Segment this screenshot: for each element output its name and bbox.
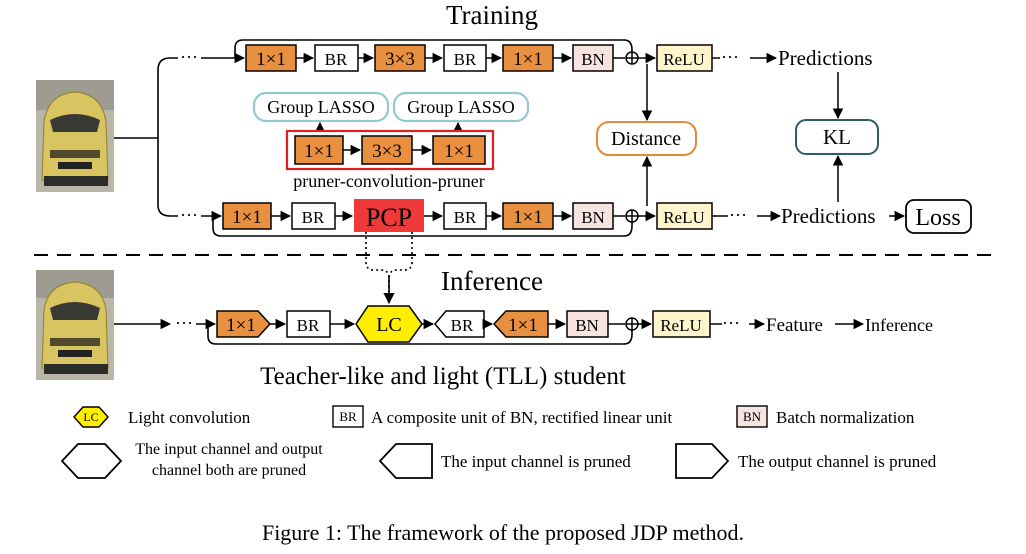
pcp-conv-1x1-b [432,135,486,165]
legend-input-pruned-icon [378,443,433,479]
student-relu-label: ReLU [663,208,705,227]
legend-both-text-2: channel both are pruned [152,462,306,479]
pcp-conv-1x1-b-label: 1×1 [444,141,474,162]
legend-output-text: The output channel is pruned [738,452,937,471]
inference-lc [355,305,423,343]
student-pcp-label: PCP [366,203,412,232]
teacher-bn-label: BN [581,50,605,69]
dots-teacher-in: ··· [180,47,198,67]
car-image-inference [36,270,114,380]
student-br-b [443,202,487,230]
student-row [212,199,972,237]
teacher-conv-1x1-a [245,44,297,72]
legend-lc-text: Light convolution [128,408,251,427]
student-relu [656,202,713,230]
teacher-conv-1x1-a-label: 1×1 [256,49,286,70]
dots-inference-out: ··· [722,313,740,333]
inference-br-b-label: BR [451,316,474,335]
inference-output: Inference [865,315,933,335]
input-branch-lines [114,57,178,217]
middle-connectors [641,64,844,206]
student-br-a-label: BR [302,208,325,227]
inference-conv-1x1-b-label: 1×1 [508,315,538,336]
pcp-conv-1x1-a-label: 1×1 [304,141,334,162]
student-conv-1x1-b-label: 1×1 [513,207,543,228]
legend-lc-icon-label: LC [83,410,98,424]
pcp-to-lc-mapping [365,232,413,305]
student-conv-1x1-b [502,202,554,230]
teacher-br-a-label: BR [325,50,348,69]
legend-bn-text: Batch normalization [776,408,915,427]
distance-box [596,121,697,156]
inference-conv-1x1-b [492,310,549,338]
group-lasso-b-label: Group LASSO [407,97,515,117]
student-skip-connection [212,216,633,237]
teacher-br-a [314,44,359,72]
inference-conv-1x1-a-label: 1×1 [226,315,256,336]
student-pcp [354,199,424,232]
distance-label: Distance [611,128,681,150]
inference-title: Inference [441,266,543,296]
inference-feature: Feature [766,315,823,336]
inference-bn-label: BN [575,316,599,335]
legend-bn-icon-label: BN [743,409,762,424]
pcp-conv-1x1-a [294,135,344,165]
legend-both-pruned-icon [60,443,123,479]
group-lasso-a-label: Group LASSO [267,97,375,117]
legend-bn-icon [736,405,768,428]
student-title: Teacher-like and light (TLL) student [260,363,626,390]
teacher-conv-3x3 [374,44,426,72]
student-predictions: Predictions [781,204,876,228]
dots-teacher-out: ··· [721,47,739,67]
legend-br-icon-label: BR [339,409,357,424]
legend-br-text: A composite unit of BN, rectified linear… [371,408,672,427]
loss-label: Loss [915,205,960,231]
inference-skip-connection [207,324,633,345]
inference-relu-label: ReLU [660,316,702,335]
legend-br-icon [332,405,364,428]
teacher-row [234,39,778,72]
legend-both-text-1: The input channel and output [135,441,323,458]
teacher-br-b-label: BR [454,50,477,69]
inference-br-a [286,310,331,338]
inference-row [196,305,865,345]
student-conv-1x1-a-label: 1×1 [232,207,262,228]
inference-br-a-label: BR [297,316,320,335]
figure-caption: Figure 1: The framework of the proposed … [262,520,744,545]
pcp-conv-3x3-label: 3×3 [372,141,402,162]
inference-conv-1x1-a [216,310,272,338]
inference-lc-label: LC [376,314,402,336]
group-lasso-b [392,91,530,123]
teacher-predictions: Predictions [778,46,873,70]
kl-label: KL [823,125,851,149]
teacher-conv-1x1-b [502,44,554,72]
dots-inference-in: ··· [175,313,193,333]
legend: LC Light convolution BR A composite unit… [60,405,937,479]
dots-student-in: ··· [180,205,198,225]
pcp-caption: pruner-convolution-pruner [293,171,485,191]
inference-br-b [434,310,485,338]
legend-input-text: The input channel is pruned [441,452,631,471]
student-bn-label: BN [581,208,605,227]
dots-student-out: ··· [729,205,747,225]
teacher-conv-3x3-label: 3×3 [385,49,415,70]
pcp-detail [252,91,530,171]
teacher-conv-1x1-b-label: 1×1 [513,49,543,70]
legend-output-pruned-icon [675,443,730,479]
loss-box [905,199,972,234]
student-br-b-label: BR [454,208,477,227]
training-title: Training [446,0,538,30]
teacher-skip-connection [234,39,633,58]
car-image-training [36,80,114,192]
kl-box [795,119,879,155]
legend-lc-icon [73,406,109,428]
group-lasso-a [252,91,390,123]
teacher-relu-label: ReLU [663,50,705,69]
